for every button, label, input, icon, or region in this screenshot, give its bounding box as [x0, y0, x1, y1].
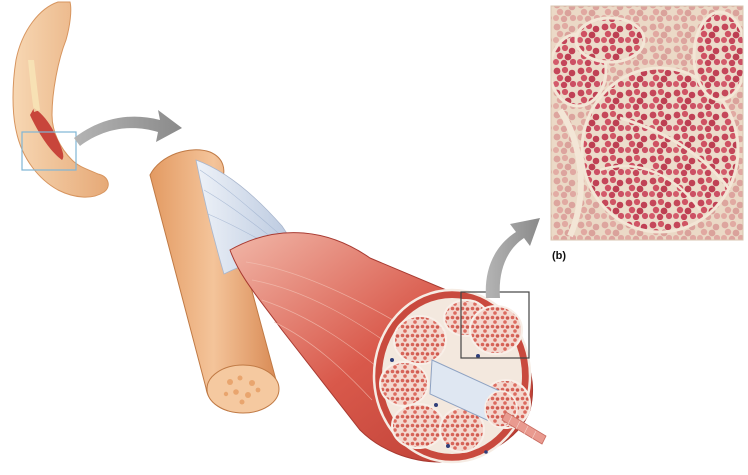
arm-illustration [13, 2, 108, 197]
bone-cross-section [207, 365, 279, 413]
fascicle [394, 316, 446, 364]
fascicle [392, 404, 444, 448]
arrow-to-muscle [74, 110, 182, 146]
micrograph-fascicle [576, 18, 644, 62]
fascicle [380, 362, 428, 406]
arm-shape [13, 2, 108, 197]
panel-label: (b) [552, 250, 566, 262]
micrograph-fascicle [694, 12, 746, 100]
arrow-to-micrograph [486, 218, 540, 298]
muscle-cross-section [374, 290, 546, 462]
micrograph [550, 6, 746, 240]
fascicle [470, 306, 522, 354]
